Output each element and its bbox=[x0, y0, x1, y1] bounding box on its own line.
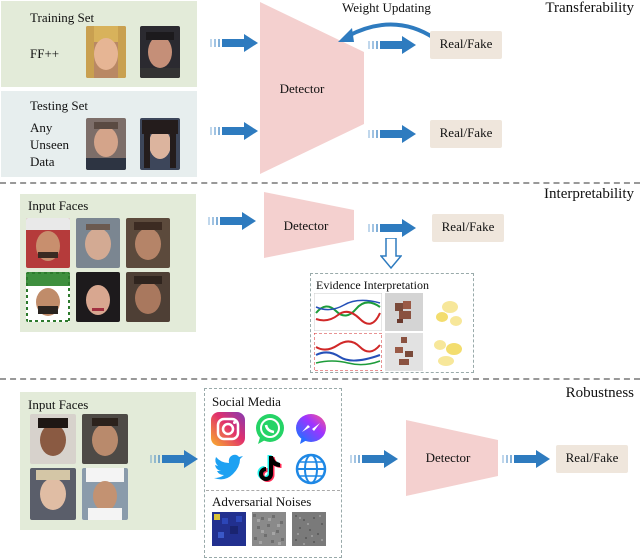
arrow-icon bbox=[368, 36, 416, 54]
arrow-icon bbox=[502, 450, 550, 468]
input-faces-label: Input Faces bbox=[28, 397, 89, 412]
section-title-transferability: Transferability bbox=[545, 0, 634, 16]
face-thumbnail bbox=[86, 26, 126, 78]
arrow-icon bbox=[210, 122, 258, 140]
noise-pattern-icon bbox=[292, 512, 326, 546]
heatmap-icon bbox=[385, 293, 423, 331]
face-thumbnail bbox=[140, 118, 180, 170]
face-thumbnail bbox=[76, 272, 120, 322]
detector-trapezoid bbox=[260, 2, 364, 174]
arrow-icon bbox=[368, 125, 416, 143]
face-thumbnail bbox=[140, 26, 180, 78]
section-divider bbox=[0, 378, 640, 380]
heatmap-icon bbox=[385, 333, 423, 371]
result-label: Real/Fake bbox=[430, 31, 502, 59]
detector-label: Detector bbox=[283, 218, 329, 233]
down-arrow-icon bbox=[380, 238, 402, 270]
arrow-icon bbox=[210, 34, 258, 52]
saliency-map-icon bbox=[428, 333, 468, 371]
messenger-icon bbox=[294, 412, 328, 446]
face-thumbnail bbox=[76, 218, 120, 268]
detector-label: Detector bbox=[425, 450, 471, 465]
face-thumbnail bbox=[82, 414, 128, 464]
saliency-map-icon bbox=[428, 293, 468, 331]
testing-line-2: Unseen bbox=[30, 137, 69, 152]
globe-icon bbox=[294, 452, 328, 486]
face-thumbnail bbox=[126, 272, 170, 322]
face-thumbnail bbox=[26, 218, 70, 268]
panel-divider bbox=[206, 490, 340, 491]
signal-plot-icon bbox=[314, 293, 382, 331]
testing-line-1: Any bbox=[30, 120, 53, 135]
input-faces-label: Input Faces bbox=[28, 198, 89, 213]
detector-trapezoid bbox=[406, 420, 498, 496]
detector-label: Detector bbox=[279, 81, 325, 96]
curved-arrow-icon bbox=[338, 22, 436, 42]
perturbation-panel bbox=[204, 388, 342, 558]
section-title-robustness: Robustness bbox=[565, 385, 634, 401]
testing-line-3: Data bbox=[30, 154, 55, 169]
evidence-label: Evidence Interpretation bbox=[316, 278, 429, 292]
training-dataset-label: FF++ bbox=[30, 46, 60, 61]
training-set-label: Training Set bbox=[30, 10, 95, 25]
social-media-label: Social Media bbox=[212, 394, 281, 409]
tiktok-icon bbox=[253, 452, 287, 486]
arrow-icon bbox=[368, 219, 416, 237]
weight-updating-label: Weight Updating bbox=[342, 0, 431, 15]
twitter-icon bbox=[211, 452, 245, 486]
result-label: Real/Fake bbox=[556, 445, 628, 473]
testing-set-label: Testing Set bbox=[30, 98, 88, 113]
face-thumbnail bbox=[126, 218, 170, 268]
section-divider bbox=[0, 182, 640, 184]
arrow-icon bbox=[208, 212, 256, 230]
result-label: Real/Fake bbox=[432, 214, 504, 242]
detector-trapezoid bbox=[264, 192, 354, 258]
arrow-icon bbox=[150, 450, 198, 468]
noise-pattern-icon bbox=[252, 512, 286, 546]
adversarial-label: Adversarial Noises bbox=[212, 494, 312, 509]
signal-plot-icon bbox=[314, 333, 382, 371]
whatsapp-icon bbox=[253, 412, 287, 446]
face-thumbnail bbox=[30, 414, 76, 464]
instagram-icon bbox=[211, 412, 245, 446]
face-thumbnail bbox=[26, 272, 70, 322]
face-thumbnail bbox=[30, 468, 76, 520]
noise-pattern-icon bbox=[212, 512, 246, 546]
face-thumbnail bbox=[82, 468, 128, 520]
result-label: Real/Fake bbox=[430, 120, 502, 148]
section-title-interpretability: Interpretability bbox=[544, 186, 634, 202]
face-thumbnail bbox=[86, 118, 126, 170]
arrow-icon bbox=[350, 450, 398, 468]
